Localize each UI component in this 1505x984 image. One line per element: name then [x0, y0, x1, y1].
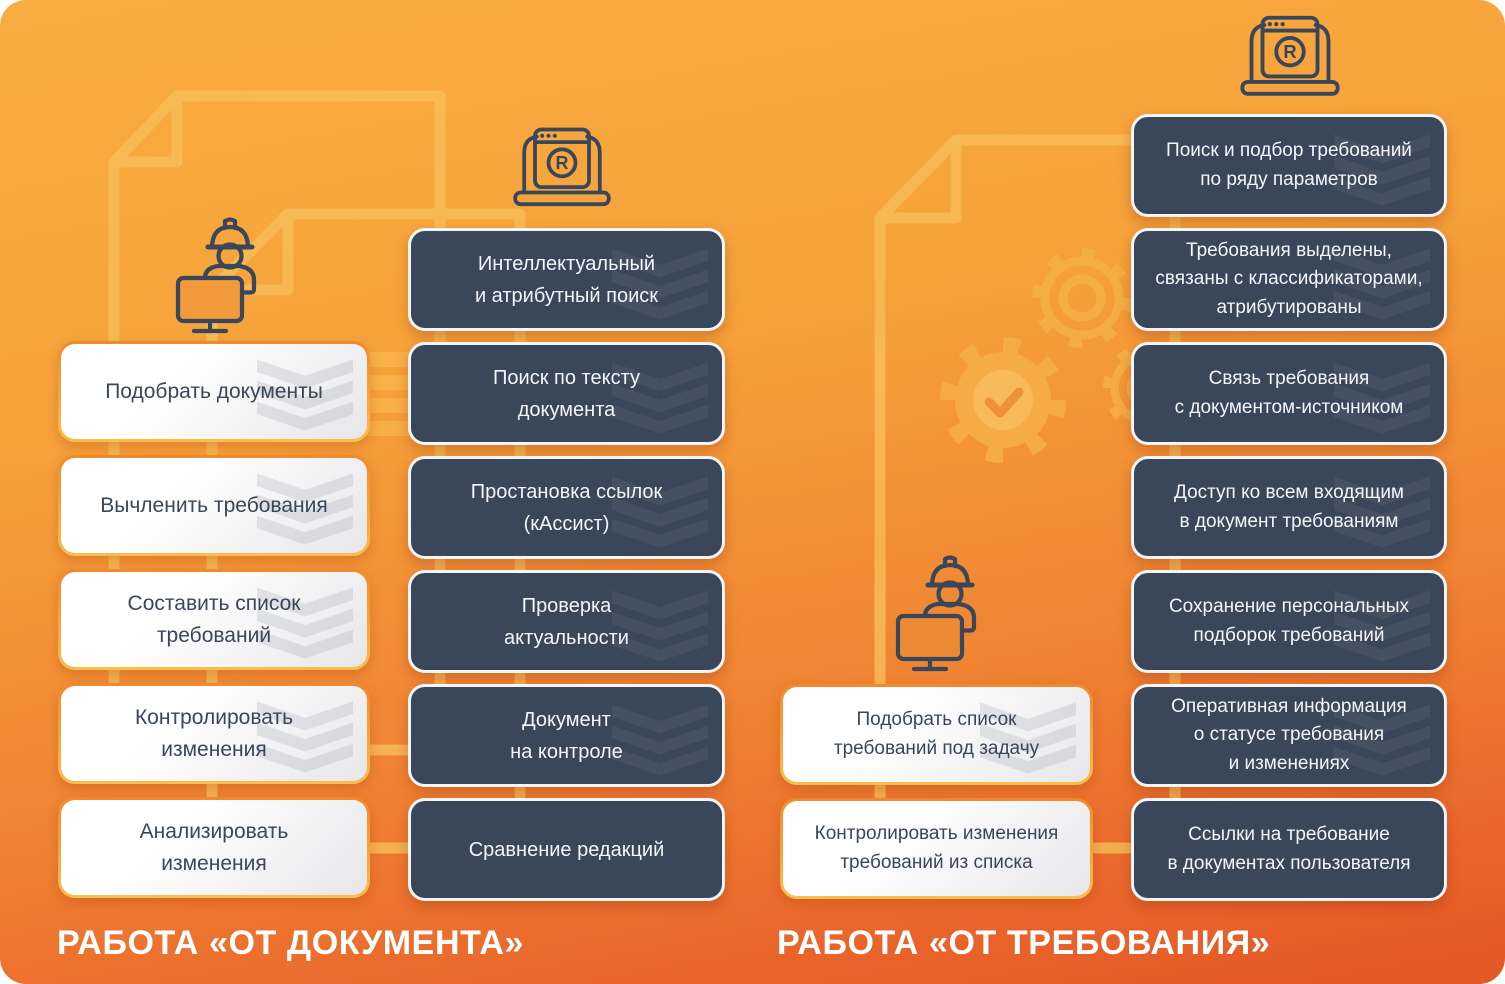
feature-card: Проверка актуальности — [408, 570, 725, 673]
task-card: Контролировать изменения требований из с… — [780, 798, 1093, 899]
feature-card: Документ на контроле — [408, 684, 725, 787]
gear-check-icon — [940, 337, 1066, 463]
task-card: Вычленить требования — [58, 455, 370, 556]
chevron-down-watermark-icon — [980, 702, 1076, 774]
feature-card: Интеллектуальный и атрибутный поиск — [408, 228, 725, 331]
feature-card: Связь требования с документом-источником — [1131, 342, 1447, 445]
feature-card: Доступ ко всем входящим в документ требо… — [1131, 456, 1447, 559]
card-surface: Вычленить требования — [61, 458, 367, 553]
laptop-logo-letter: R — [556, 153, 569, 173]
feature-card: Сравнение редакций — [408, 798, 725, 901]
worker-icon — [175, 217, 257, 334]
task-card: Составить список требований — [58, 569, 370, 670]
feature-card: Поиск по тексту документа — [408, 342, 725, 445]
feature-card: Простановка ссылок (кАссист) — [408, 456, 725, 559]
card-label: Контролировать изменения — [134, 706, 294, 761]
chevron-down-watermark-icon — [612, 248, 708, 320]
task-card: Контролировать изменения — [58, 683, 370, 784]
section-title-right: РАБОТА «ОТ ТРЕБОВАНИЯ» — [777, 924, 1271, 962]
chevron-down-watermark-icon — [257, 359, 353, 431]
task-card: Подобрать документы — [58, 341, 370, 442]
laptop-icon: R — [1240, 15, 1340, 96]
chevron-down-watermark-icon — [1334, 248, 1430, 320]
card-surface: Подобрать список требований под задачу — [783, 687, 1090, 782]
feature-card: Сохранение персональных подборок требова… — [1131, 570, 1447, 673]
laptop-icon: R — [513, 127, 611, 207]
card-label: Сравнение редакций — [468, 838, 665, 861]
chevron-down-watermark-icon — [257, 701, 353, 773]
card-label: Поиск и подбор требований по ряду параме… — [1166, 140, 1412, 190]
card-label: Поиск по тексту документа — [493, 366, 640, 421]
chevron-down-watermark-icon — [1334, 134, 1430, 206]
card-surface: Контролировать изменения требований из с… — [783, 801, 1090, 896]
card-label: Доступ ко всем входящим в документ требо… — [1173, 482, 1404, 532]
task-card: Анализировать изменения — [58, 797, 370, 898]
card-label: Проверка актуальности — [504, 594, 629, 649]
laptop-logo-letter: R — [1283, 41, 1296, 62]
feature-card: Ссылки на требование в документах пользо… — [1131, 798, 1447, 901]
chevron-down-watermark-icon — [612, 362, 708, 434]
card-label: Ссылки на требование в документах пользо… — [1167, 824, 1411, 874]
card-label: Вычленить требования — [100, 493, 328, 517]
card-label: Требования выделены, связаны с классифик… — [1155, 239, 1423, 318]
feature-card: Требования выделены, связаны с классифик… — [1131, 228, 1447, 331]
card-label: Контролировать изменения требований из с… — [814, 823, 1059, 873]
card-label: Оперативная информация о статусе требова… — [1171, 695, 1407, 774]
chevron-down-watermark-icon — [1334, 704, 1430, 776]
card-surface: Составить список требований — [61, 572, 367, 667]
right-feature-column: Поиск и подбор требований по ряду параме… — [1131, 114, 1447, 901]
card-label: Связь требования с документом-источником — [1174, 368, 1404, 418]
card-label: Простановка ссылок (кАссист) — [470, 480, 663, 535]
gear-icon — [1032, 248, 1132, 348]
card-label: Сохранение персональных подборок требова… — [1168, 596, 1410, 646]
section-title-left: РАБОТА «ОТ ДОКУМЕНТА» — [57, 924, 524, 962]
card-label: Документ на контроле — [510, 708, 623, 763]
chevron-down-watermark-icon — [1334, 476, 1430, 548]
card-surface: Подобрать документы — [61, 344, 367, 439]
chevron-down-watermark-icon — [612, 476, 708, 548]
card-label: Интеллектуальный и атрибутный поиск — [474, 252, 659, 307]
card-label: Анализировать изменения — [139, 820, 289, 875]
feature-card: Оперативная информация о статусе требова… — [1131, 684, 1447, 787]
chevron-down-watermark-icon — [257, 587, 353, 659]
chevron-down-watermark-icon — [612, 704, 708, 776]
card-label: Составить список требований — [127, 592, 301, 647]
card-label: Подобрать список требований под задачу — [833, 709, 1040, 759]
feature-card: Поиск и подбор требований по ряду параме… — [1131, 114, 1447, 217]
chevron-down-watermark-icon — [1334, 362, 1430, 434]
card-surface: Контролировать изменения — [61, 686, 367, 781]
card-label: Подобрать документы — [105, 379, 323, 403]
worker-icon — [895, 555, 977, 672]
chevron-down-watermark-icon — [612, 590, 708, 662]
card-surface: Анализировать изменения — [61, 800, 367, 895]
chevron-down-watermark-icon — [257, 473, 353, 545]
task-card: Подобрать список требований под задачу — [780, 684, 1093, 785]
chevron-down-watermark-icon — [1334, 590, 1430, 662]
